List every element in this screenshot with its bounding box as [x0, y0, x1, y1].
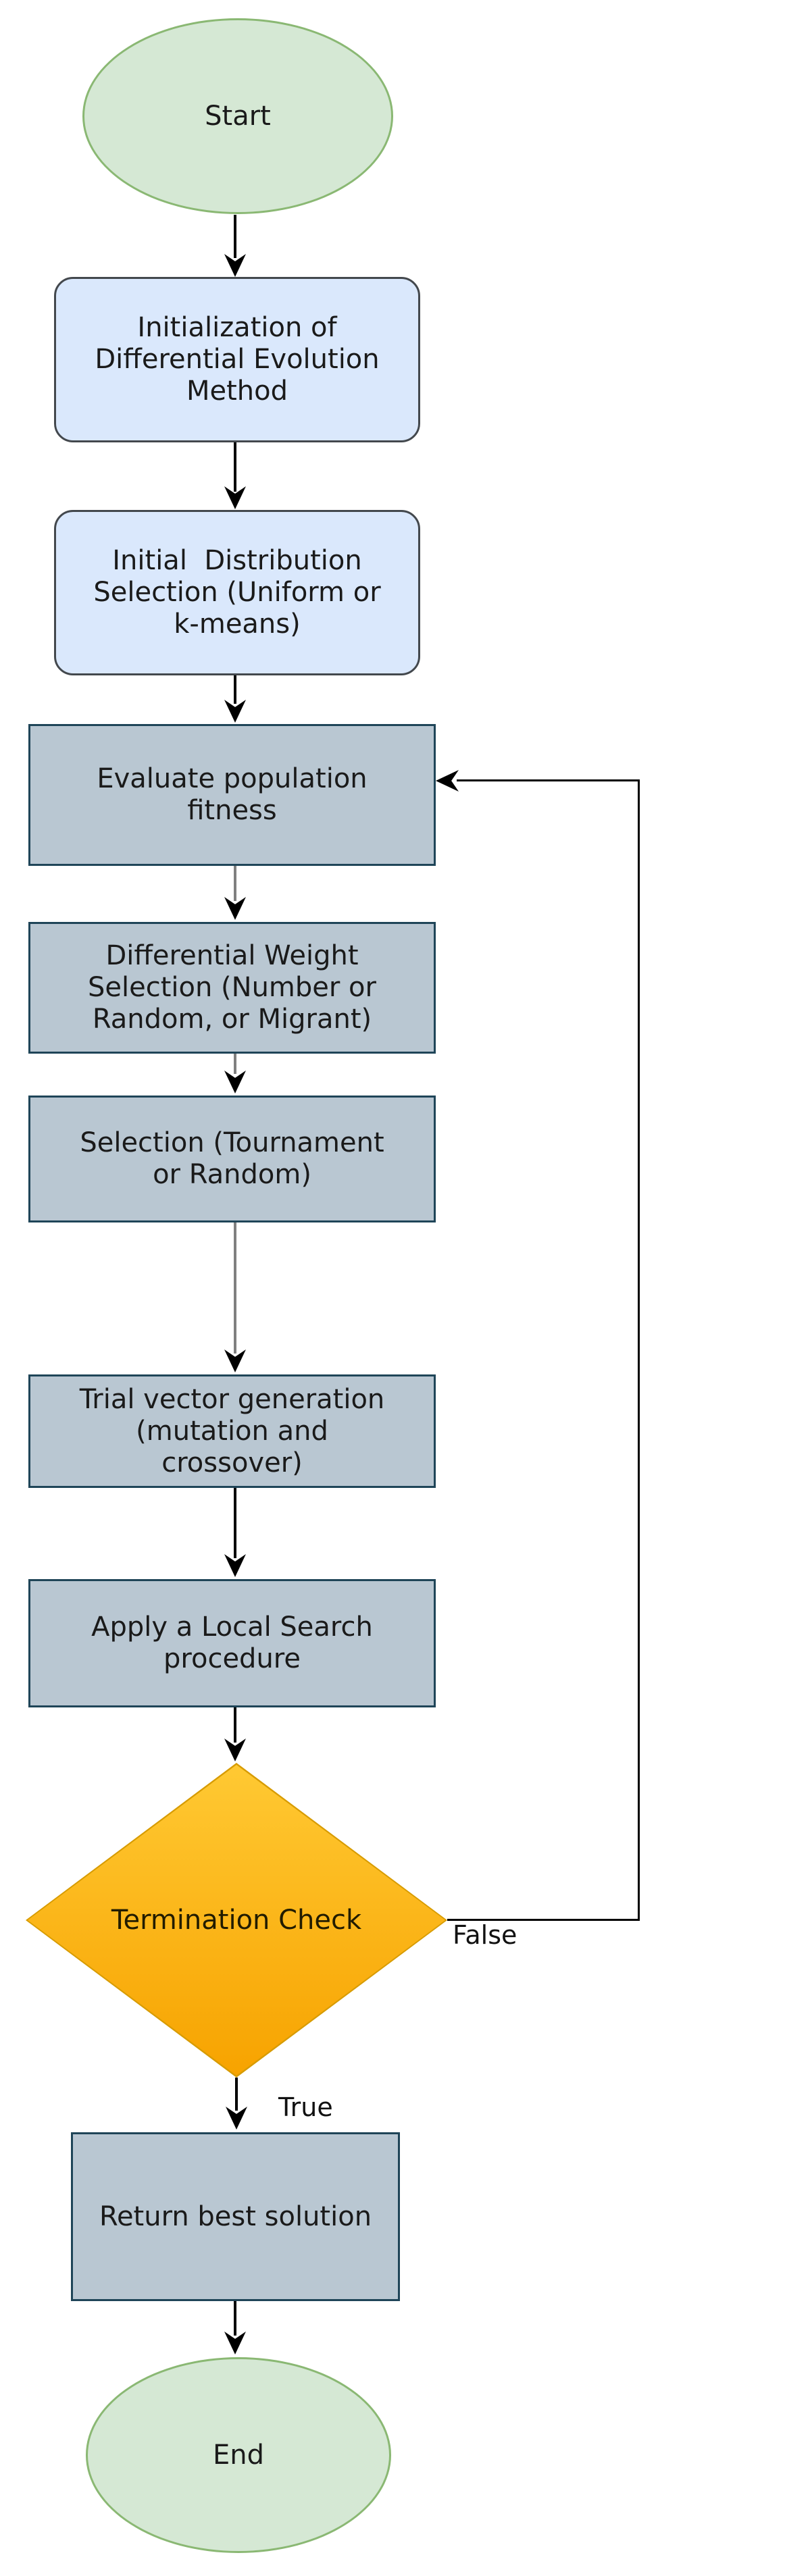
false-edge-vertical-segment [638, 779, 640, 1921]
arrow-init-to-dist-stem [234, 442, 236, 492]
node-selection-label: Selection (Tournament or Random) [80, 1127, 384, 1190]
end-node: End [86, 2357, 391, 2553]
node-return-best-label: Return best solution [99, 2200, 372, 2232]
true-edge-label: True [278, 2092, 333, 2122]
node-differential-weight-label: Differential Weight Selection (Number or… [88, 940, 376, 1035]
arrow-evaluate-to-weight-stem [234, 866, 236, 901]
node-local-search-label: Apply a Local Search procedure [91, 1612, 373, 1674]
false-edge-top-segment [457, 779, 639, 781]
node-initialization: Initialization of Differential Evolution… [54, 277, 420, 442]
end-node-label: End [212, 2439, 264, 2471]
arrow-weight-to-selection-stem [234, 1054, 236, 1074]
node-differential-weight: Differential Weight Selection (Number or… [28, 922, 436, 1054]
node-termination-check-label: Termination Check [111, 1904, 362, 1936]
node-evaluate-fitness-label: Evaluate population fitness [97, 763, 368, 826]
node-initial-distribution: Initial Distribution Selection (Uniform … [54, 510, 420, 675]
node-local-search: Apply a Local Search procedure [28, 1579, 436, 1707]
arrow-dist-to-evaluate-stem [234, 675, 236, 704]
arrow-trial-to-local-stem [234, 1488, 236, 1558]
node-trial-vector-label: Trial vector generation (mutation and cr… [79, 1383, 385, 1478]
node-evaluate-fitness: Evaluate population fitness [28, 724, 436, 866]
node-termination-check-inner: Termination Check [28, 1765, 445, 2076]
node-initialization-label: Initialization of Differential Evolution… [95, 312, 380, 407]
node-termination-check: Termination Check [26, 1763, 447, 2078]
node-initial-distribution-label: Initial Distribution Selection (Uniform … [93, 545, 381, 640]
false-edge-head-icon [436, 770, 459, 792]
arrow-local-to-termination-stem [234, 1707, 236, 1743]
start-node: Start [82, 18, 393, 214]
arrow-start-to-init-stem [234, 215, 236, 258]
node-trial-vector: Trial vector generation (mutation and cr… [28, 1374, 436, 1488]
start-node-label: Start [205, 100, 271, 132]
arrow-return-to-end-stem [234, 2301, 236, 2336]
node-selection: Selection (Tournament or Random) [28, 1096, 436, 1222]
arrow-termination-to-return-stem [235, 2078, 238, 2111]
arrow-weight-to-selection-head-icon [224, 1071, 246, 1093]
false-edge-bottom-segment [447, 1919, 640, 1921]
arrow-selection-to-trial-stem [234, 1222, 236, 1354]
false-edge-label: False [453, 1920, 517, 1950]
node-return-best: Return best solution [71, 2132, 400, 2301]
